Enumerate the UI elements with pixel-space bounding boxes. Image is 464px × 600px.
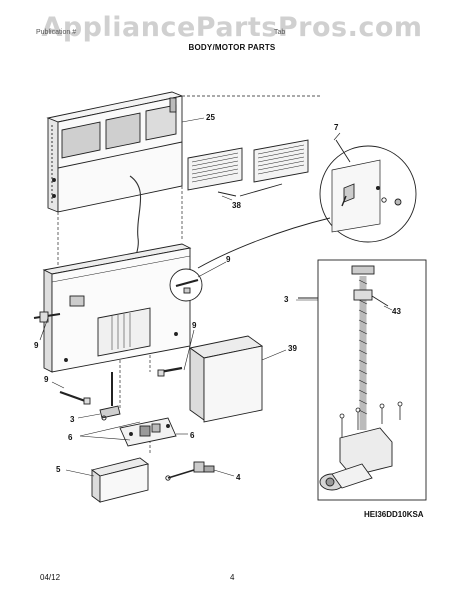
callout-5: 5 (56, 465, 61, 474)
callout-4: 4 (236, 473, 241, 482)
guide-lines (57, 95, 322, 455)
callout-labels: 25 7 38 9 9 3 43 9 39 9 3 6 6 5 4 (34, 113, 401, 482)
bracket-9d-clip (83, 397, 91, 405)
lower-chassis (33, 243, 192, 373)
callout-25: 25 (206, 113, 215, 122)
top-housing (46, 91, 184, 213)
bracket-clip (157, 369, 165, 377)
model-number: HEI36DD10KSA (364, 510, 424, 519)
detail-circle-7 (319, 139, 417, 243)
leader-lines (39, 117, 393, 477)
bracket-9d (59, 390, 89, 404)
control-box (90, 457, 150, 503)
footer-date: 04/12 (40, 573, 61, 582)
callout-9a: 9 (226, 255, 231, 264)
callout-38: 38 (232, 201, 241, 210)
drive-detail-box (298, 259, 427, 501)
grille-filters (187, 139, 309, 197)
detail-connector (197, 217, 331, 269)
tab-label: Tab (274, 29, 286, 36)
callout-3a: 3 (284, 295, 289, 304)
motor-cover (188, 335, 264, 423)
callout-6b: 6 (190, 431, 195, 440)
watermark: AppliancePartsPros.com (41, 12, 423, 43)
callout-3b: 3 (70, 415, 75, 424)
publication-label: Publication # (36, 29, 77, 36)
callout-43: 43 (392, 307, 401, 316)
detail-circle-9 (169, 268, 203, 302)
callout-9b: 9 (34, 341, 39, 350)
connector-plug (165, 461, 215, 481)
callout-6a: 6 (68, 433, 73, 442)
footer-page-number: 4 (230, 573, 235, 582)
control-board (119, 417, 177, 447)
callout-39: 39 (288, 344, 297, 353)
callout-9c: 9 (192, 321, 197, 330)
callout-7: 7 (334, 123, 339, 132)
actuator-switch (99, 372, 121, 421)
callout-9d: 9 (44, 375, 49, 384)
page-title: BODY/MOTOR PARTS (188, 43, 276, 52)
